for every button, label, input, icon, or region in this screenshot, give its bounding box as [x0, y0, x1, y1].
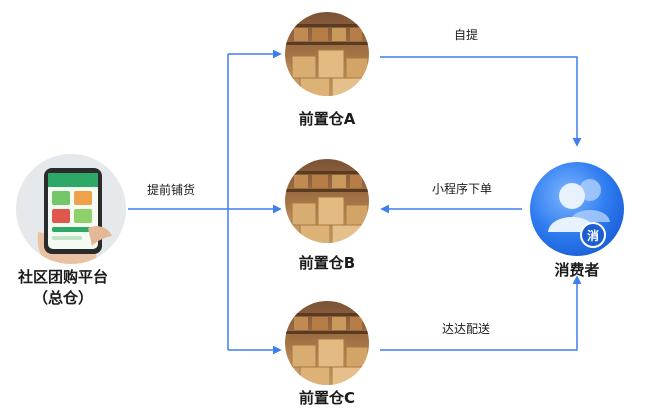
consumer-badge [580, 222, 606, 248]
node-warehouse-c: 前置仓C [285, 301, 369, 407]
source-label-line1: 社区团购平台 [17, 268, 108, 286]
warehouse-b-label: 前置仓B [299, 254, 355, 272]
edge-label-order: 小程序下单 [432, 181, 492, 196]
warehouse-boxes-icon [285, 159, 369, 243]
edge-label-self-pickup: 自提 [454, 27, 478, 42]
warehouse-a-label: 前置仓A [299, 110, 356, 128]
warehouse-c-label: 前置仓C [299, 389, 355, 407]
node-source: 社区团购平台 （总仓） [16, 154, 126, 307]
node-consumer: 消 消费者 [530, 162, 624, 279]
edge-source-to-warehouses [128, 49, 282, 355]
warehouse-boxes-icon [285, 301, 369, 385]
consumer-badge-text: 消 [587, 228, 599, 243]
edge-delivery [380, 275, 582, 351]
node-warehouse-a: 前置仓A [285, 12, 369, 128]
user-group-icon [530, 162, 624, 256]
edge-label-distribute: 提前铺货 [147, 182, 195, 197]
warehouse-boxes-icon [285, 12, 369, 96]
edge-label-delivery: 达达配送 [442, 321, 490, 336]
consumer-label: 消费者 [554, 261, 599, 279]
node-warehouse-b: 前置仓B [285, 159, 369, 272]
edge-self-pickup [380, 56, 582, 147]
source-label-line2: （总仓） [33, 289, 93, 307]
phone-grocery-app-icon [16, 154, 126, 264]
